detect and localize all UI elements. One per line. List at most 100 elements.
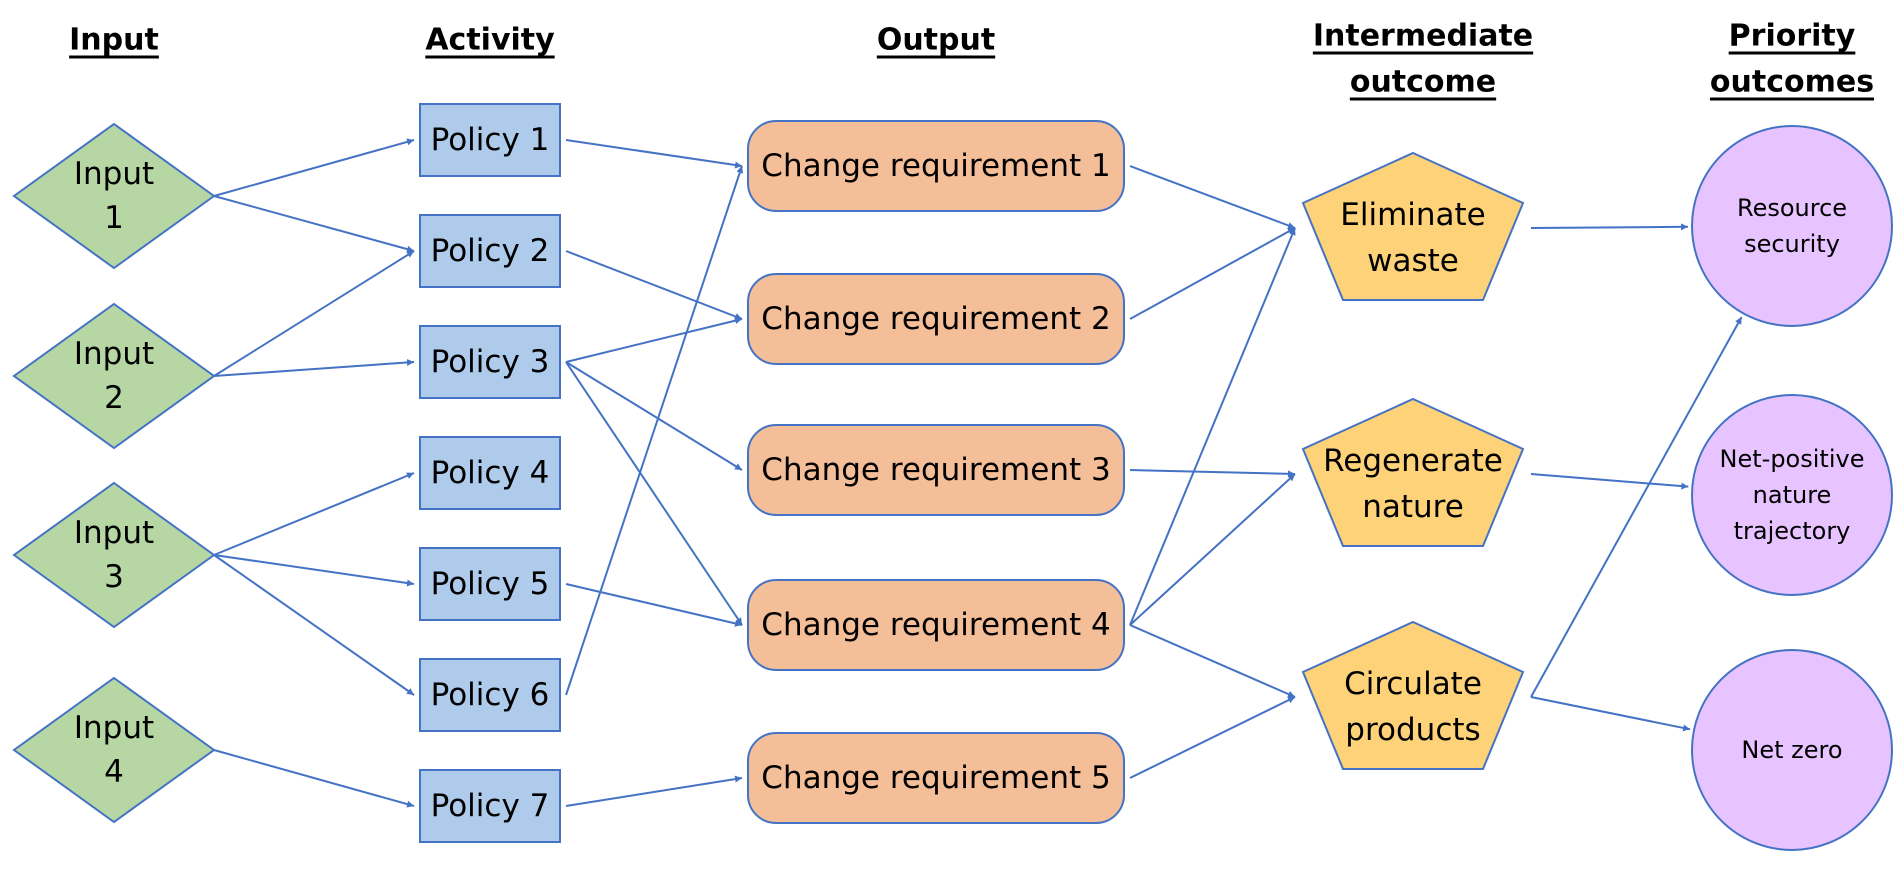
input-label: Input: [74, 710, 154, 746]
activity-box: [419, 547, 561, 621]
activity-node-3: Policy 3: [419, 325, 561, 399]
input-diamond: [12, 676, 216, 824]
connector-arrow-p6-c1: [565, 165, 744, 696]
connector-arrow-c5-e3: [1129, 696, 1296, 779]
connector-arrow-p5-c4: [565, 583, 743, 627]
input-diamond: [12, 481, 216, 629]
header-priority: Priority: [1729, 19, 1856, 54]
priority-outcome-label: trajectory: [1734, 517, 1851, 545]
header-intermediate: Intermediate: [1313, 19, 1533, 54]
connector-arrow-p3-c2: [565, 317, 743, 363]
activity-box: [419, 103, 561, 177]
output-node-2: Change requirement 2: [747, 273, 1125, 365]
connector-arrow-p7-c5: [565, 775, 743, 807]
intermediate-outcome-label: Eliminate: [1340, 197, 1486, 233]
activity-label: Policy 3: [431, 344, 550, 380]
connector-arrow-i1-p2: [213, 195, 415, 253]
connector-arrow-i3-p5: [213, 554, 415, 587]
input-label: 4: [104, 754, 124, 790]
input-label: Input: [74, 336, 154, 372]
intermediate-outcome-node-1: Eliminate waste: [1301, 151, 1525, 301]
activity-box: [419, 214, 561, 288]
output-rounded-box: [747, 120, 1125, 212]
connector-arrow-p3-c4: [565, 361, 743, 626]
priority-outcome-node-1: Resource security: [1691, 125, 1893, 327]
output-label: Change requirement 2: [761, 301, 1110, 337]
activity-node-7: Policy 7: [419, 769, 561, 843]
header-output: Output: [877, 23, 995, 58]
connector-arrow-i4-p7: [213, 749, 415, 808]
activity-node-1: Policy 1: [419, 103, 561, 177]
connector-arrow-i3-p6: [213, 554, 415, 696]
activity-box: [419, 769, 561, 843]
input-label: 3: [104, 559, 124, 595]
input-label: Input: [74, 515, 154, 551]
connector-arrow-c4-e3: [1129, 624, 1296, 698]
activity-label: Policy 1: [431, 122, 550, 158]
output-node-3: Change requirement 3: [747, 424, 1125, 516]
output-label: Change requirement 5: [761, 760, 1110, 796]
output-node-4: Change requirement 4: [747, 579, 1125, 671]
output-rounded-box: [747, 579, 1125, 671]
output-rounded-box: [747, 732, 1125, 824]
priority-outcome-node-2: Net-positive nature trajectory: [1691, 394, 1893, 596]
output-rounded-box: [747, 424, 1125, 516]
connector-arrow-c4-e2: [1129, 473, 1296, 626]
connector-arrow-c4-e1: [1129, 227, 1296, 626]
priority-outcome-label: Net zero: [1741, 736, 1842, 764]
priority-outcome-label: nature: [1753, 481, 1832, 509]
activity-node-4: Policy 4: [419, 436, 561, 510]
activity-box: [419, 436, 561, 510]
header-intermediate: outcome: [1350, 65, 1496, 100]
header-input: Input: [69, 23, 159, 58]
connector-arrow-i2-p3: [213, 358, 415, 377]
input-diamond: [12, 302, 216, 450]
activity-label: Policy 6: [431, 677, 550, 713]
activity-label: Policy 2: [431, 233, 550, 269]
priority-outcome-circle: [1691, 394, 1893, 596]
connector-arrow-c2-e1: [1129, 227, 1296, 320]
output-label: Change requirement 4: [761, 607, 1110, 643]
intermediate-outcome-pentagon: [1301, 620, 1525, 770]
activity-node-2: Policy 2: [419, 214, 561, 288]
activity-node-6: Policy 6: [419, 658, 561, 732]
priority-outcome-label: Net-positive: [1720, 445, 1865, 473]
header-activity: Activity: [425, 23, 555, 58]
connector-arrow-e1-o1: [1530, 223, 1689, 231]
output-label: Change requirement 3: [761, 452, 1110, 488]
activity-label: Policy 7: [431, 788, 550, 824]
connector-arrow-i3-p4: [213, 472, 415, 556]
connector-arrow-e2-o2: [1530, 473, 1689, 490]
header-priority: outcomes: [1710, 65, 1874, 100]
connector-arrows: [213, 138, 1743, 808]
connector-arrow-p2-c2: [565, 250, 743, 320]
input-node-4: Input 4: [12, 676, 216, 824]
intermediate-outcome-pentagon: [1301, 397, 1525, 547]
priority-outcome-label: Resource: [1737, 194, 1847, 222]
connector-arrow-e3-o1: [1530, 316, 1743, 698]
output-node-5: Change requirement 5: [747, 732, 1125, 824]
input-node-3: Input 3: [12, 481, 216, 629]
intermediate-outcome-label: nature: [1362, 489, 1464, 525]
activity-box: [419, 658, 561, 732]
output-node-1: Change requirement 1: [747, 120, 1125, 212]
activity-box: [419, 325, 561, 399]
connector-arrow-p3-c3: [565, 361, 743, 471]
priority-outcome-circle: [1691, 649, 1893, 851]
activity-label: Policy 4: [431, 455, 550, 491]
input-diamond: [12, 122, 216, 270]
priority-outcome-label: security: [1744, 230, 1840, 258]
intermediate-outcome-label: products: [1345, 712, 1480, 748]
intermediate-outcome-pentagon: [1301, 151, 1525, 301]
connector-arrow-c3-e2: [1129, 469, 1296, 478]
priority-outcome-node-3: Net zero: [1691, 649, 1893, 851]
connector-arrow-i2-p2: [213, 250, 415, 377]
intermediate-outcome-label: waste: [1367, 243, 1459, 279]
activity-label: Policy 5: [431, 566, 550, 602]
